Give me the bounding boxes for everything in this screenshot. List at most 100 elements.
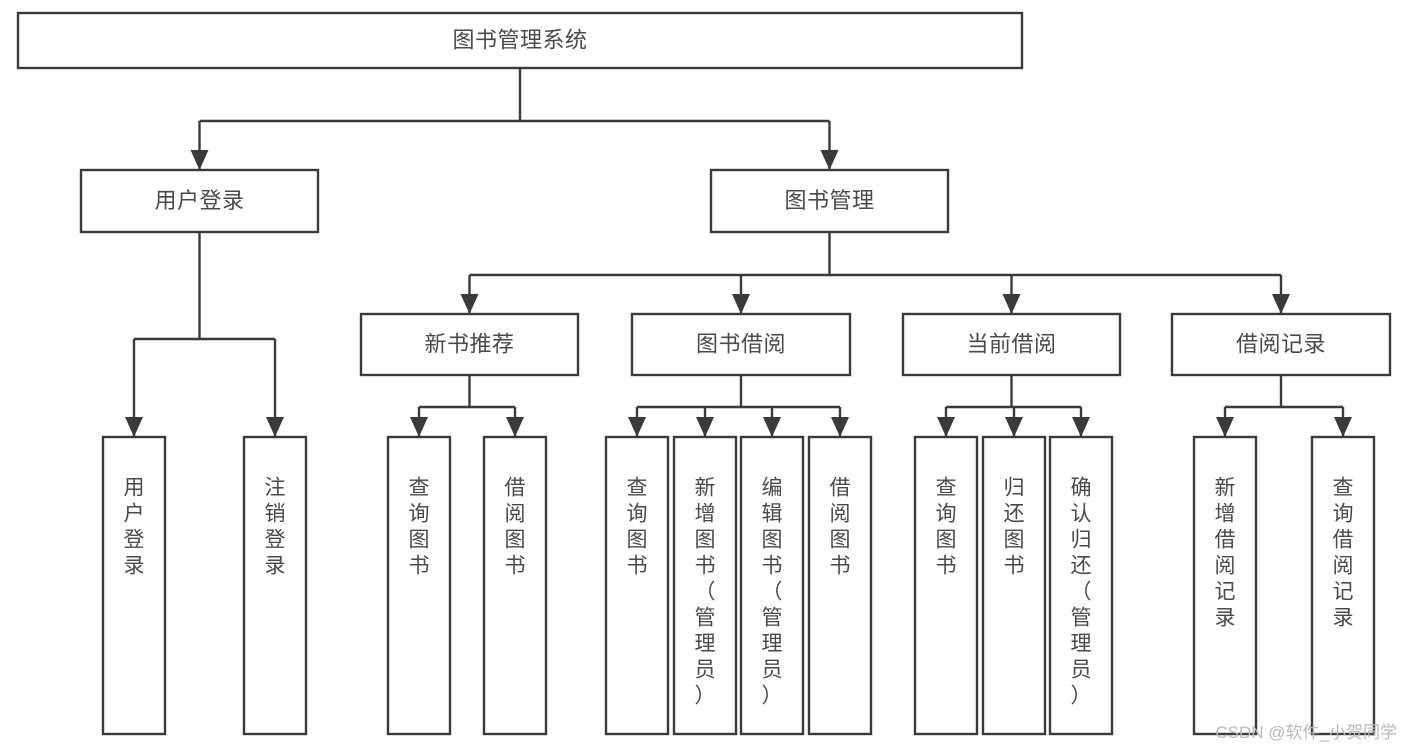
arrow-icon-user-login xyxy=(190,150,209,170)
node-label-leaf-add-record: 借 xyxy=(1215,529,1236,552)
node-label-leaf-confirm-return: 确 xyxy=(1071,477,1092,500)
arrow-icon-leaf-user-logout xyxy=(266,417,284,437)
node-label-new-book-recommend: 新书推荐 xyxy=(424,331,514,356)
arrow-icon-leaf-confirm-return xyxy=(1072,417,1090,437)
node-label-leaf-user-logout: 录 xyxy=(265,555,286,578)
node-label-leaf-return-book: 书 xyxy=(1004,555,1025,578)
node-label-leaf-user-logout: 注 xyxy=(265,477,286,500)
node-label-leaf-return-book: 归 xyxy=(1004,477,1025,500)
node-label-leaf-query-book-1: 询 xyxy=(409,503,430,526)
node-label-leaf-add-record: 记 xyxy=(1215,581,1236,604)
node-box-leaf-query-book-2 xyxy=(604,435,670,736)
node-label-leaf-add-record: 增 xyxy=(1215,503,1236,526)
node-label-leaf-edit-book: 编 xyxy=(762,477,783,500)
node-label-leaf-borrow-book-2: 图 xyxy=(830,529,851,552)
node-label-leaf-edit-book: 理 xyxy=(762,633,783,656)
node-label-leaf-query-book-3: 书 xyxy=(936,555,957,578)
node-label-leaf-query-book-1: 查 xyxy=(409,477,430,500)
arrow-icon-leaf-query-book-1 xyxy=(410,417,428,437)
node-box-leaf-confirm-return xyxy=(1048,435,1114,736)
arrow-icon-leaf-add-book xyxy=(696,417,714,437)
node-box-leaf-edit-book xyxy=(739,435,805,736)
node-label-leaf-edit-book: 图 xyxy=(762,529,783,552)
node-label-leaf-add-book: 书 xyxy=(695,555,716,578)
node-label-leaf-confirm-return: 归 xyxy=(1071,529,1092,552)
node-label-leaf-edit-book: 管 xyxy=(762,607,783,630)
node-label-leaf-add-book: 理 xyxy=(695,633,716,656)
arrow-icon-leaf-query-book-3 xyxy=(937,417,955,437)
arrow-icon-new-book-recommend xyxy=(460,294,479,314)
node-box-leaf-user-logout xyxy=(242,435,308,736)
node-label-leaf-confirm-return: 认 xyxy=(1071,503,1092,526)
arrow-icon-leaf-borrow-book-2 xyxy=(831,417,849,437)
node-label-leaf-add-record: 阅 xyxy=(1215,555,1236,578)
node-label-leaf-return-book: 图 xyxy=(1004,529,1025,552)
arrow-icon-leaf-return-book xyxy=(1005,417,1023,437)
node-label-leaf-query-record: 录 xyxy=(1333,607,1354,630)
node-book-borrow[interactable]: 图书借阅 xyxy=(630,312,852,377)
node-label-leaf-user-login: 户 xyxy=(124,503,145,526)
node-box-leaf-user-login xyxy=(101,435,167,736)
node-new-book-recommend[interactable]: 新书推荐 xyxy=(359,312,580,377)
node-label-leaf-query-book-3: 询 xyxy=(936,503,957,526)
node-label-leaf-edit-book: （ xyxy=(762,581,783,604)
node-label-leaf-query-book-1: 图 xyxy=(409,529,430,552)
node-label-leaf-query-book-3: 图 xyxy=(936,529,957,552)
node-label-user-login: 用户登录 xyxy=(154,188,244,213)
node-label-leaf-borrow-book-1: 书 xyxy=(505,555,526,578)
node-label-leaf-user-logout: 销 xyxy=(265,503,286,526)
arrow-icon-leaf-borrow-book-1 xyxy=(506,417,524,437)
node-box-leaf-borrow-book-2 xyxy=(807,435,873,736)
arrow-icon-book-borrow xyxy=(732,294,750,314)
node-label-leaf-add-record: 新 xyxy=(1215,477,1236,500)
node-label-leaf-borrow-book-2: 书 xyxy=(830,555,851,578)
node-label-leaf-query-record: 借 xyxy=(1333,529,1354,552)
node-label-leaf-user-logout: 登 xyxy=(265,529,286,552)
node-label-leaf-add-book: 新 xyxy=(695,477,716,500)
arrow-icon-borrow-record xyxy=(1272,294,1290,314)
node-label-leaf-query-record: 阅 xyxy=(1333,555,1354,578)
node-label-leaf-confirm-return: 管 xyxy=(1071,607,1092,630)
node-box-leaf-query-book-3 xyxy=(913,435,979,736)
node-box-leaf-query-book-1 xyxy=(386,435,452,736)
node-layer: 图书管理系统用户登录图书管理新书推荐图书借阅当前借阅借阅记录用户登录注销登录查询… xyxy=(16,11,1392,736)
node-label-leaf-add-book: 员 xyxy=(695,659,716,682)
node-root[interactable]: 图书管理系统 xyxy=(16,11,1024,70)
node-box-current-borrow xyxy=(901,312,1122,377)
node-user-login[interactable]: 用户登录 xyxy=(79,168,320,234)
node-label-leaf-borrow-book-1: 图 xyxy=(505,529,526,552)
node-label-borrow-record: 借阅记录 xyxy=(1236,331,1326,356)
node-label-leaf-borrow-book-2: 阅 xyxy=(830,503,851,526)
node-label-leaf-edit-book: 辑 xyxy=(762,503,783,526)
node-label-leaf-edit-book: ） xyxy=(762,685,783,708)
node-label-leaf-query-book-2: 图 xyxy=(627,529,648,552)
node-label-leaf-query-book-2: 查 xyxy=(627,477,648,500)
node-label-current-borrow: 当前借阅 xyxy=(966,331,1056,356)
node-box-leaf-return-book xyxy=(981,435,1047,736)
node-label-leaf-confirm-return: 还 xyxy=(1071,555,1092,578)
node-book-manage[interactable]: 图书管理 xyxy=(709,168,950,234)
node-borrow-record[interactable]: 借阅记录 xyxy=(1170,312,1392,377)
node-label-leaf-confirm-return: 员 xyxy=(1071,659,1092,682)
arrow-icon-leaf-edit-book xyxy=(763,417,781,437)
node-label-leaf-edit-book: 书 xyxy=(762,555,783,578)
node-label-leaf-add-book: 图 xyxy=(695,529,716,552)
node-leaf-user-login[interactable]: 用户登录 xyxy=(101,435,167,736)
node-box-root xyxy=(16,11,1024,70)
node-label-leaf-add-record: 录 xyxy=(1215,607,1236,630)
node-box-leaf-borrow-book-1 xyxy=(482,435,548,736)
node-current-borrow[interactable]: 当前借阅 xyxy=(901,312,1122,377)
